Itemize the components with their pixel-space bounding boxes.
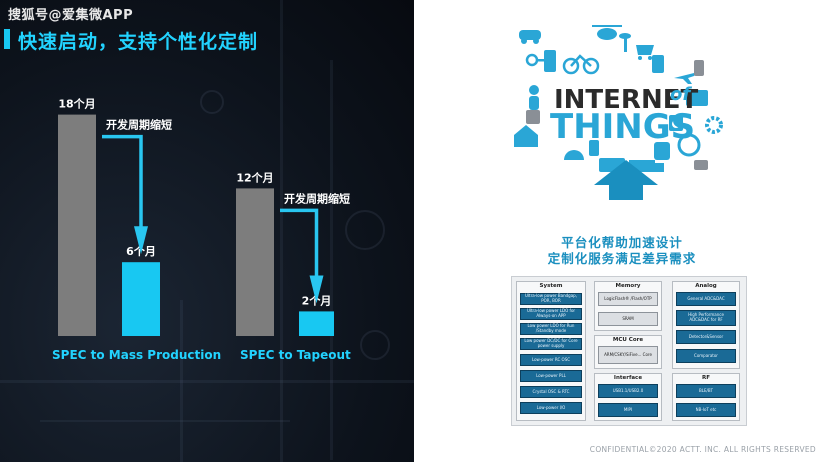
circuit-trace xyxy=(180,300,183,462)
house-icon xyxy=(514,125,538,147)
car-icon xyxy=(519,30,541,44)
system-block: Crystal OSC & RTC xyxy=(520,386,582,398)
arrow-connector xyxy=(102,134,148,255)
laptop-icon xyxy=(694,160,708,170)
system-title: System xyxy=(539,283,563,289)
x-axis-label: SPEC to Tapeout xyxy=(240,348,351,362)
system-block: Low-power I/O xyxy=(520,402,582,414)
bar xyxy=(122,262,160,336)
bar xyxy=(299,311,334,336)
interface-block: MIPI xyxy=(598,403,658,417)
mcu-box: MCU Core ARM/CSKY/SiFive... Core xyxy=(594,335,662,369)
interface-box: Interface USB1.1/USB2.0 MIPI xyxy=(594,373,662,421)
washer-icon xyxy=(669,115,683,131)
gauge-icon xyxy=(564,150,584,160)
rf-title: RF xyxy=(702,375,710,381)
right-column: Analog General ADC&DAC High Performance … xyxy=(670,281,742,421)
circuit-trace xyxy=(280,0,283,462)
interface-title: Interface xyxy=(613,375,643,381)
plant-icon xyxy=(619,33,631,52)
iot-title-internet: INTERNET xyxy=(554,85,698,115)
calendar-icon xyxy=(526,110,540,124)
iot-illustration: INTERNET of THINGS xyxy=(514,25,723,200)
tv-icon xyxy=(686,90,708,106)
system-block: Ultra-low power Bandgap, POR, BOR xyxy=(520,293,582,305)
arrow-connector xyxy=(280,208,324,304)
shopping-cart-icon xyxy=(636,45,654,60)
circuit-pad xyxy=(345,210,385,250)
person-icon xyxy=(529,85,539,110)
left-panel: 搜狐号@爱集微APP 快速启动，支持个性化定制 18个月 6个月 开发周期缩短 SPE… xyxy=(0,0,414,462)
gear-icon xyxy=(705,116,723,134)
up-arrow-icon xyxy=(594,160,658,200)
watch-icon xyxy=(589,140,599,156)
system-block: Low-power PLL xyxy=(520,370,582,382)
middle-column: Memory LogicFlash® /Flash/OTP SRAM MCU C… xyxy=(592,281,664,421)
bar-charts: 18个月 6个月 开发周期缩短 SPEC to Mass Production 12个月… xyxy=(52,97,351,362)
plane-icon xyxy=(674,72,698,84)
iot-title-things: THINGS xyxy=(550,107,695,147)
helicopter-icon xyxy=(592,25,622,40)
analog-box: Analog General ADC&DAC High Performance … xyxy=(672,281,740,369)
memory-title: Memory xyxy=(615,283,641,289)
data-label: 12个月 xyxy=(236,170,273,184)
soc-block-diagram: System Ultra-low power Bandgap, POR, BOR… xyxy=(511,276,747,426)
mcu-block: ARM/CSKY/SiFive... Core xyxy=(598,346,658,364)
circuit-pad xyxy=(200,90,224,114)
data-label: 18个月 xyxy=(58,97,95,111)
circuit-pad xyxy=(360,330,390,360)
circuit-trace xyxy=(40,420,290,422)
annotation-label: 开发周期缩短 xyxy=(106,118,172,132)
analog-block: Comparator xyxy=(676,349,736,363)
circuit-trace xyxy=(0,380,414,383)
circuit-trace xyxy=(330,60,333,460)
right-panel: INTERNET of THINGS 平台化帮助加速设计 定制化服务满足差异需求… xyxy=(414,0,830,462)
slide-title: 快速启动，支持个性化定制 xyxy=(18,31,259,53)
x-axis-label: SPEC to Mass Production xyxy=(52,348,221,362)
system-block: Low-power RC OSC xyxy=(520,354,582,366)
interface-block: USB1.1/USB2.0 xyxy=(598,384,658,398)
bar xyxy=(236,188,274,336)
rf-box: RF BLE/BT NB-IoT etc xyxy=(672,373,740,421)
system-block: Low power DC/DC for Core power supply xyxy=(520,338,582,350)
analog-title: Analog xyxy=(695,283,717,289)
system-block: Low power LDO for Run /Standby mode xyxy=(520,323,582,335)
bicycle-icon xyxy=(562,54,600,75)
watermark: 搜狐号@爱集微APP xyxy=(8,8,134,23)
data-label: 2个月 xyxy=(302,293,332,307)
bar xyxy=(58,114,96,336)
iot-caption-1: 平台化帮助加速设计 xyxy=(561,235,683,250)
annotation-label: 开发周期缩短 xyxy=(284,191,350,205)
mobile-icon xyxy=(694,60,704,76)
globe-icon xyxy=(677,133,701,157)
memory-box: Memory LogicFlash® /Flash/OTP SRAM xyxy=(594,281,662,331)
analog-block: Detector&Sensor xyxy=(676,330,736,344)
iot-caption-2: 定制化服务满足差异需求 xyxy=(547,251,697,266)
phone-icon xyxy=(544,50,556,72)
rf-block: BLE/BT xyxy=(676,384,736,398)
memory-block: SRAM xyxy=(598,312,658,326)
system-column: System Ultra-low power Bandgap, POR, BOR… xyxy=(516,281,586,421)
key-icon xyxy=(525,53,546,67)
analog-block: General ADC&DAC xyxy=(676,292,736,306)
camera-icon xyxy=(654,142,670,160)
mcu-title: MCU Core xyxy=(612,337,644,343)
data-label: 6个月 xyxy=(126,244,156,258)
analog-block: High Performance ADC&DAC for RF xyxy=(676,310,736,326)
memory-block: LogicFlash® /Flash/OTP xyxy=(598,292,658,306)
rf-block: NB-IoT etc xyxy=(676,403,736,417)
system-block: Ultra-low power LDO for Always-on APP xyxy=(520,308,582,320)
footer-text: CONFIDENTIAL©2020 ACTT. INC. ALL RIGHTS … xyxy=(589,445,816,454)
title-accent-bar xyxy=(4,29,10,49)
tablet-icon xyxy=(652,55,664,73)
iot-title-of: of xyxy=(670,84,692,105)
